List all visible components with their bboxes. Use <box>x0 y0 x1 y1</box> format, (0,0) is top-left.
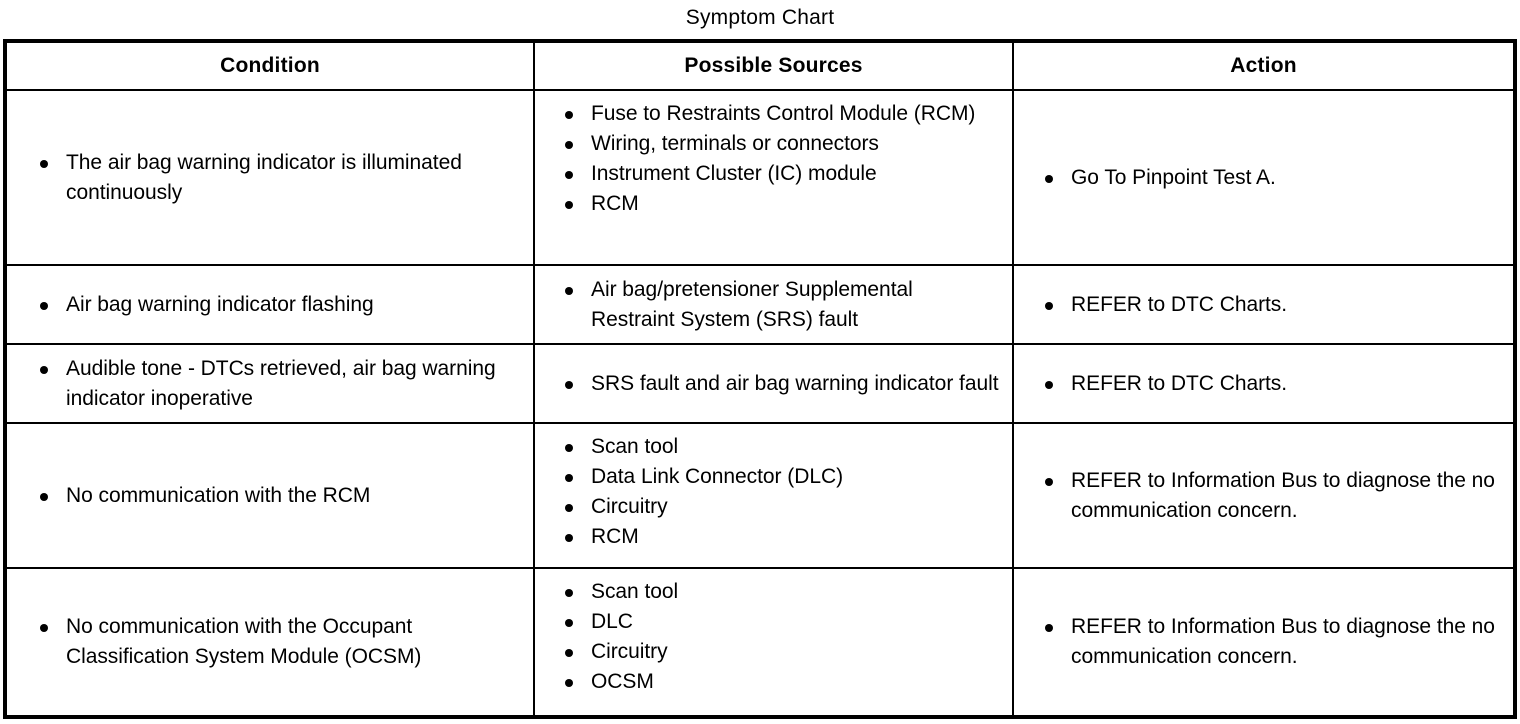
symptom-chart-table: Condition Possible Sources Action The ai… <box>3 39 1517 719</box>
list-item: Go To Pinpoint Test A. <box>1045 163 1503 193</box>
cell-possible-sources: Scan tool DLC Circuitry OCSM <box>533 567 1014 718</box>
list-item: Audible tone - DTCs retrieved, air bag w… <box>40 354 523 414</box>
list-item: Scan tool <box>565 432 1002 462</box>
list-item: REFER to Information Bus to diagnose the… <box>1045 466 1503 526</box>
cell-possible-sources: Fuse to Restraints Control Module (RCM) … <box>533 89 1014 266</box>
sources-bullet-list: Scan tool DLC Circuitry OCSM <box>565 577 1002 697</box>
action-bullet-list: REFER to Information Bus to diagnose the… <box>1045 612 1503 672</box>
header-row: Condition Possible Sources Action <box>4 40 1516 91</box>
cell-condition: No communication with the Occupant Class… <box>4 567 535 718</box>
condition-bullet-list: Air bag warning indicator flashing <box>40 290 523 320</box>
cell-condition: No communication with the RCM <box>4 422 535 569</box>
column-header-condition: Condition <box>4 40 535 91</box>
list-item: SRS fault and air bag warning indicator … <box>565 369 1002 399</box>
table-body: The air bag warning indicator is illumin… <box>4 89 1516 718</box>
cell-condition: Audible tone - DTCs retrieved, air bag w… <box>4 343 535 424</box>
sources-bullet-list: Scan tool Data Link Connector (DLC) Circ… <box>565 432 1002 552</box>
list-item: REFER to DTC Charts. <box>1045 369 1503 399</box>
table-row: No communication with the Occupant Class… <box>4 567 1516 718</box>
column-header-action: Action <box>1012 40 1516 91</box>
cell-condition: The air bag warning indicator is illumin… <box>4 89 535 266</box>
table-header: Condition Possible Sources Action <box>4 40 1516 91</box>
list-item: The air bag warning indicator is illumin… <box>40 148 523 208</box>
list-item: REFER to Information Bus to diagnose the… <box>1045 612 1503 672</box>
action-bullet-list: Go To Pinpoint Test A. <box>1045 163 1503 193</box>
cell-action: REFER to DTC Charts. <box>1012 264 1516 345</box>
list-item: Wiring, terminals or connectors <box>565 129 1002 159</box>
list-item: Air bag/pretensioner Supplemental Restra… <box>565 275 1002 335</box>
list-item: REFER to DTC Charts. <box>1045 290 1503 320</box>
sources-bullet-list: Air bag/pretensioner Supplemental Restra… <box>565 275 1002 335</box>
action-bullet-list: REFER to DTC Charts. <box>1045 369 1503 399</box>
cell-action: REFER to Information Bus to diagnose the… <box>1012 567 1516 718</box>
action-bullet-list: REFER to DTC Charts. <box>1045 290 1503 320</box>
condition-bullet-list: No communication with the Occupant Class… <box>40 612 523 672</box>
list-item: Fuse to Restraints Control Module (RCM) <box>565 99 1002 129</box>
sources-bullet-list: Fuse to Restraints Control Module (RCM) … <box>565 99 1002 219</box>
list-item: OCSM <box>565 667 1002 697</box>
sources-bullet-list: SRS fault and air bag warning indicator … <box>565 369 1002 399</box>
cell-possible-sources: Air bag/pretensioner Supplemental Restra… <box>533 264 1014 345</box>
list-item: Scan tool <box>565 577 1002 607</box>
cell-action: REFER to DTC Charts. <box>1012 343 1516 424</box>
list-item: Circuitry <box>565 492 1002 522</box>
cell-condition: Air bag warning indicator flashing <box>4 264 535 345</box>
condition-bullet-list: The air bag warning indicator is illumin… <box>40 148 523 208</box>
list-item: RCM <box>565 189 1002 219</box>
cell-possible-sources: Scan tool Data Link Connector (DLC) Circ… <box>533 422 1014 569</box>
table-row: The air bag warning indicator is illumin… <box>4 89 1516 266</box>
table-row: No communication with the RCM Scan tool … <box>4 422 1516 569</box>
cell-possible-sources: SRS fault and air bag warning indicator … <box>533 343 1014 424</box>
cell-action: Go To Pinpoint Test A. <box>1012 89 1516 266</box>
list-item: Instrument Cluster (IC) module <box>565 159 1002 189</box>
cell-action: REFER to Information Bus to diagnose the… <box>1012 422 1516 569</box>
condition-bullet-list: Audible tone - DTCs retrieved, air bag w… <box>40 354 523 414</box>
list-item: No communication with the Occupant Class… <box>40 612 523 672</box>
list-item: Circuitry <box>565 637 1002 667</box>
condition-bullet-list: No communication with the RCM <box>40 481 523 511</box>
list-item: Data Link Connector (DLC) <box>565 462 1002 492</box>
column-header-possible-sources: Possible Sources <box>533 40 1014 91</box>
action-bullet-list: REFER to Information Bus to diagnose the… <box>1045 466 1503 526</box>
list-item: Air bag warning indicator flashing <box>40 290 523 320</box>
table-row: Audible tone - DTCs retrieved, air bag w… <box>4 343 1516 424</box>
list-item: RCM <box>565 522 1002 552</box>
page-title: Symptom Chart <box>685 6 835 29</box>
list-item: DLC <box>565 607 1002 637</box>
list-item: No communication with the RCM <box>40 481 523 511</box>
table-row: Air bag warning indicator flashing Air b… <box>4 264 1516 345</box>
